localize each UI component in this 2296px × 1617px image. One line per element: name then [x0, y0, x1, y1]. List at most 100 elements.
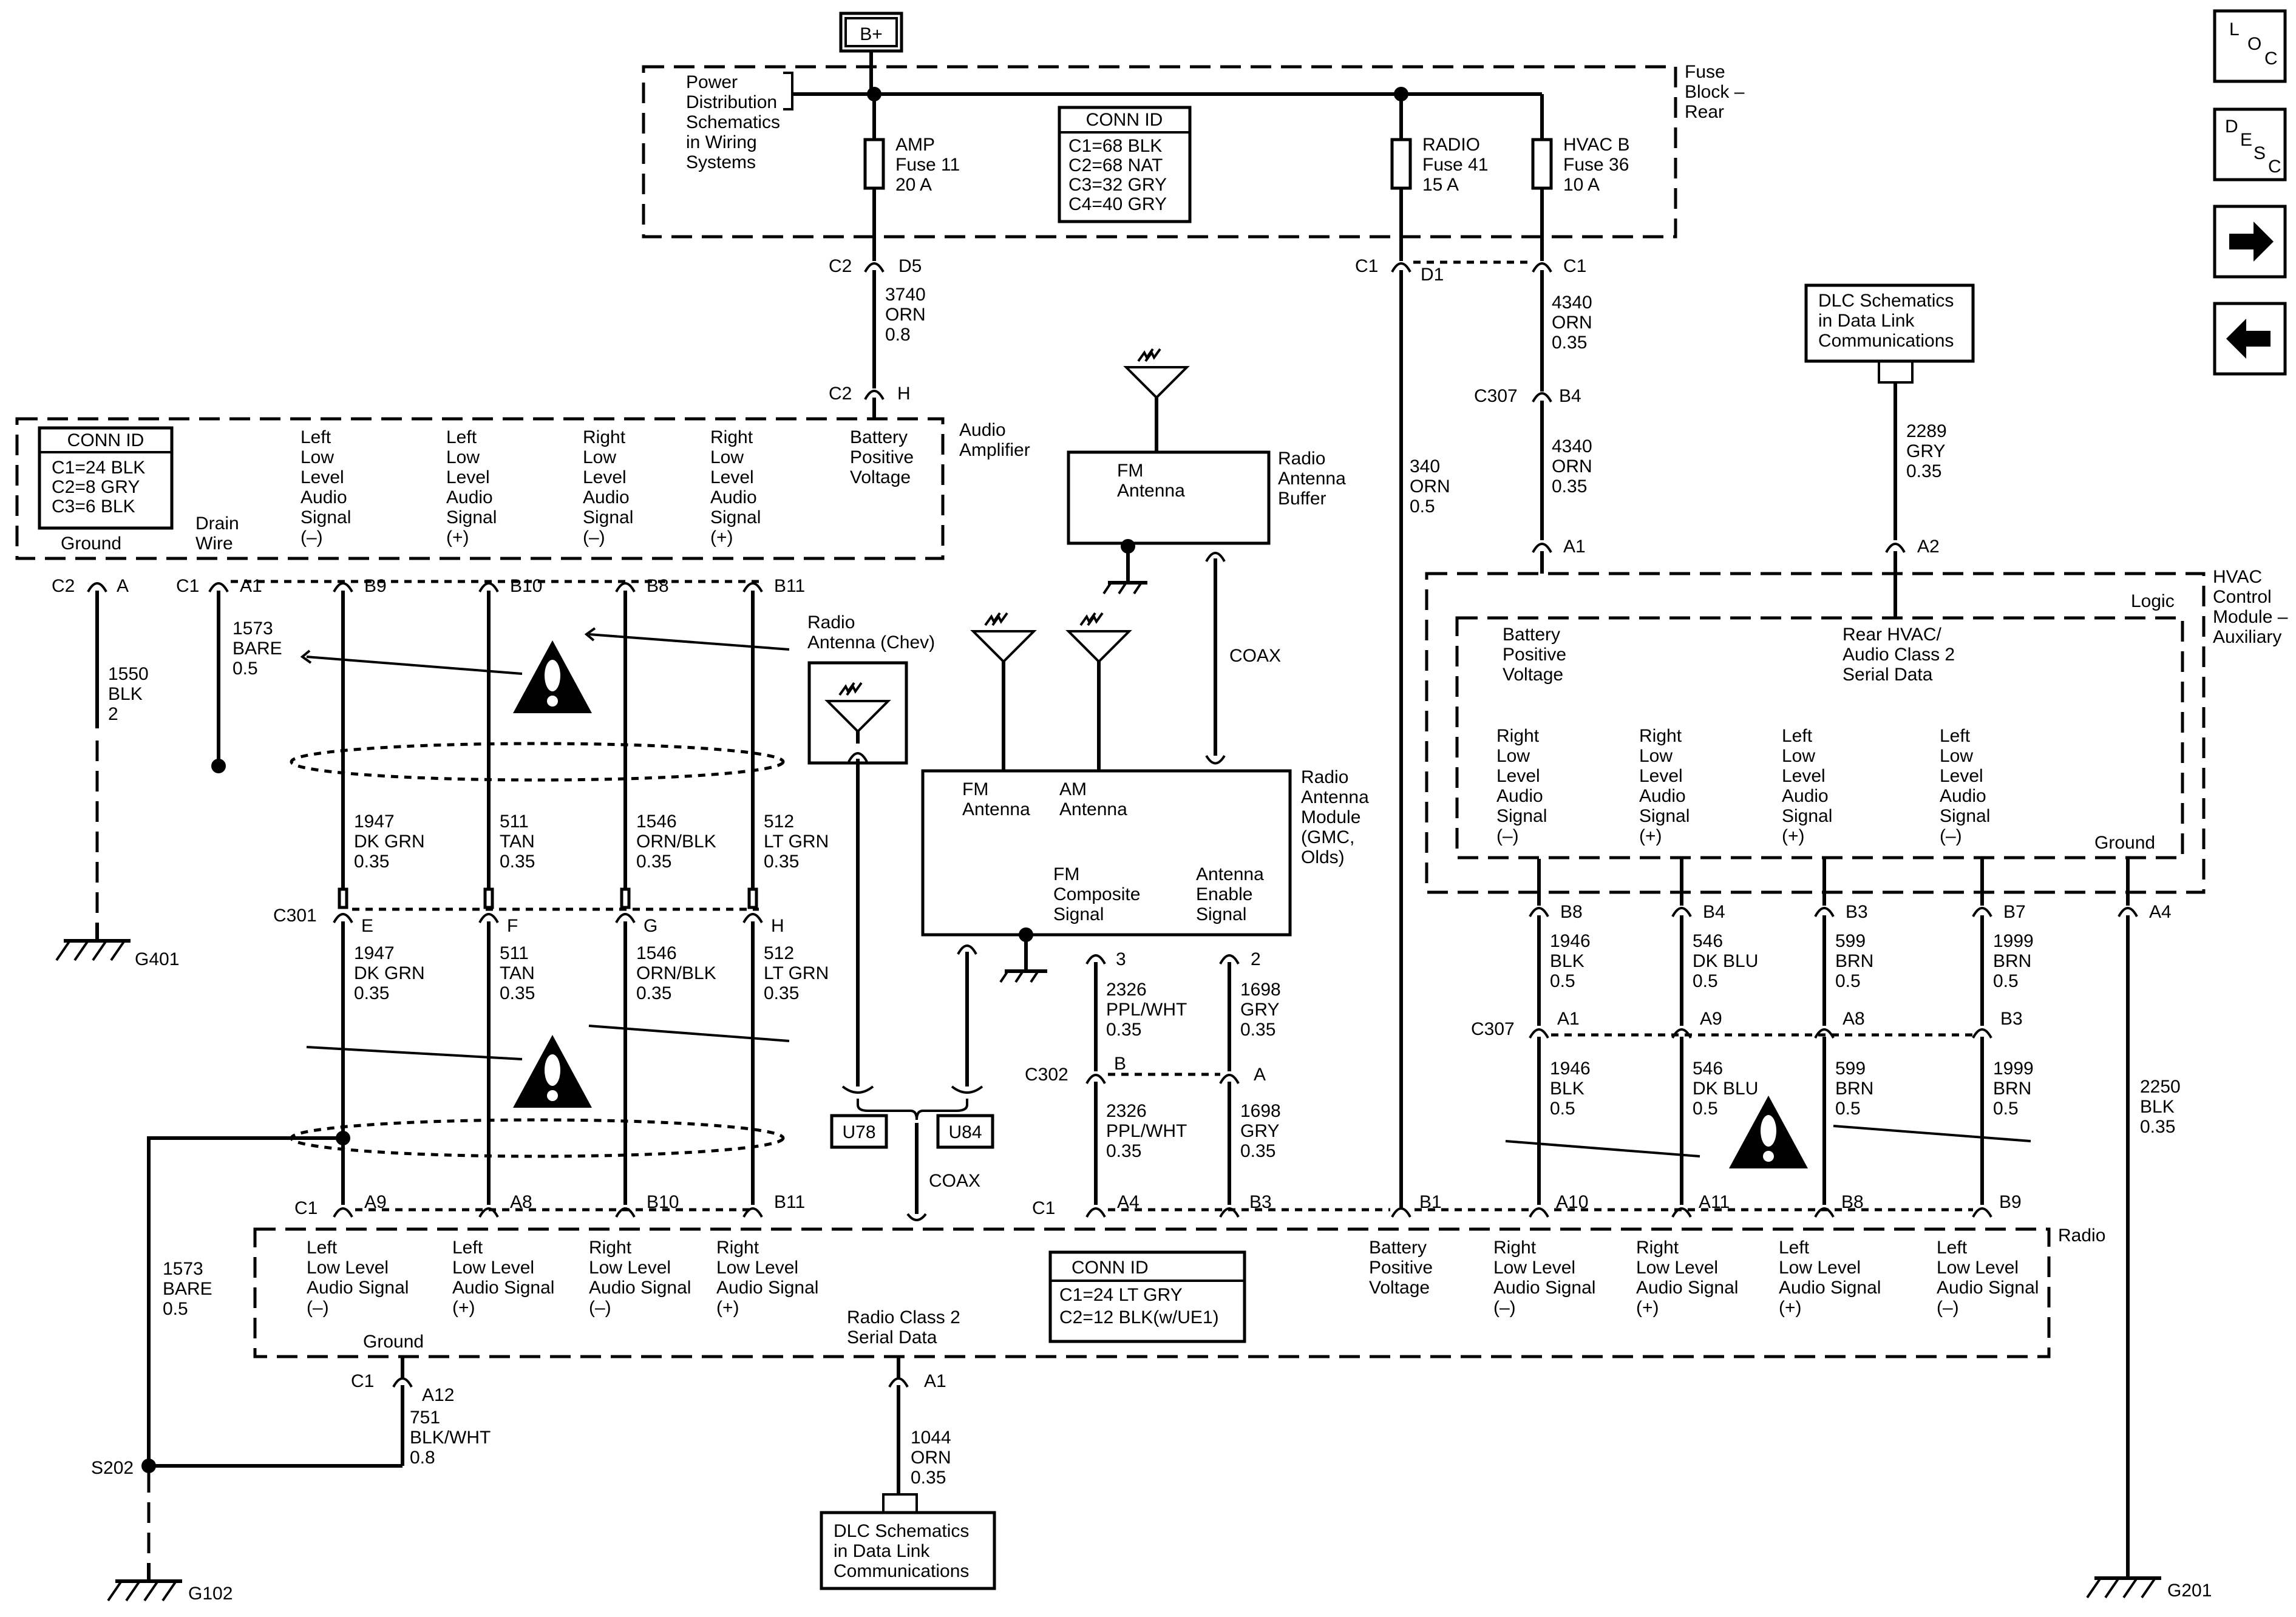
radio-pin-label: A8	[510, 1192, 532, 1212]
radio-right-signal-1: Right	[1636, 1238, 1679, 1258]
wire-751: 0.8	[410, 1448, 435, 1468]
radio-a12: A12	[422, 1385, 454, 1405]
desc-button[interactable]	[2213, 107, 2287, 181]
conn-a: A	[117, 576, 129, 596]
radio-antenna-chev-label: Antenna (Chev)	[807, 632, 935, 653]
radio-serial-label: Radio Class 2	[847, 1307, 960, 1327]
hvac-signal-label-3: Low	[1940, 746, 1973, 766]
c301-tab	[483, 887, 494, 909]
amp-drain-wire-label: Drain	[195, 514, 239, 534]
hvac-signal-label-0: Level	[1496, 766, 1540, 786]
hvac-logic-outline	[1455, 616, 2184, 859]
radio-pin-label: A9	[364, 1192, 387, 1212]
amp-signal-label-0: Level	[301, 467, 344, 487]
radio-outline	[253, 1227, 2051, 1358]
amp-signal-label-1: Level	[446, 467, 490, 487]
hvac-signal-label-0: Signal	[1496, 806, 1547, 826]
wire	[306, 656, 523, 675]
wire-340: ORN	[1410, 476, 1450, 497]
conn-c1: C1	[1563, 256, 1586, 276]
path	[951, 1085, 983, 1094]
coax-bracket	[857, 1099, 968, 1120]
radio-right-signal-2: Low Level	[1779, 1258, 1861, 1278]
wire-1698-a: GRY	[1240, 1000, 1279, 1020]
wire-1698-b: 0.35	[1240, 1141, 1275, 1161]
path	[906, 1213, 927, 1221]
wire-2326-a: 2326	[1106, 980, 1147, 1000]
wire-751: 751	[410, 1408, 440, 1428]
hvac-pin-label: B8	[1560, 902, 1583, 922]
conn-c301: C301	[273, 906, 317, 926]
hvac-signal-label-1: Audio	[1639, 786, 1686, 806]
loc-button[interactable]	[2213, 9, 2287, 83]
radio-antenna-buffer-label: Radio	[1278, 449, 1325, 469]
fuse-label-1: RADIO	[1422, 135, 1480, 155]
hvac-signal-label-2: Low	[1782, 746, 1815, 766]
radio-antenna-module-label: Olds)	[1301, 847, 1345, 867]
hvac-signal-label-3: Level	[1940, 766, 1983, 786]
hvac-signal-label-3: (–)	[1940, 826, 1962, 846]
hvac-signal-label-0: Audio	[1496, 786, 1543, 806]
wire	[1505, 1140, 1700, 1158]
wire-2326-b: 0.35	[1106, 1141, 1141, 1161]
wire	[588, 1025, 790, 1042]
c301-tab	[747, 887, 758, 909]
hvac-wire-upper-0: 1946	[1550, 931, 1591, 951]
wire-340: 340	[1410, 456, 1440, 476]
pin-3-label: 3	[1116, 949, 1126, 969]
path	[841, 1085, 874, 1094]
radio-pin-label: A10	[1556, 1192, 1588, 1212]
module-antenna-enable-label: Antenna	[1196, 864, 1264, 884]
fuse-conn-id-lines: C4=40 GRY	[1068, 194, 1167, 214]
radio-right-signal-3: Audio Signal	[1937, 1278, 2039, 1298]
c302-pin-b	[1085, 1074, 1106, 1084]
arrow-right-icon	[2229, 222, 2274, 262]
conn-b4: B4	[1559, 386, 1581, 406]
module-am-label: Antenna	[1059, 799, 1127, 819]
warning-icon-lower	[513, 1035, 592, 1108]
buffer-fm-antenna-label: FM	[1117, 461, 1143, 481]
wire-upper-3: 0.35	[764, 852, 799, 872]
c301-tab	[620, 887, 631, 909]
fuse-block-label: Rear	[1685, 102, 1724, 122]
wire-751: BLK/WHT	[410, 1428, 491, 1448]
hvac-wire-lower-2: BRN	[1835, 1079, 1873, 1099]
hvac-module-label: Module –	[2213, 607, 2288, 627]
radio-pin-label: B10	[647, 1192, 679, 1212]
hvac-wire-upper-0: BLK	[1550, 951, 1584, 971]
hvac-wire-lower-1: 546	[1693, 1059, 1723, 1079]
radio-signal-label-2: Low Level	[589, 1258, 671, 1278]
wire-1698-b: 1698	[1240, 1101, 1281, 1121]
radio-pin-label: B11	[774, 1192, 805, 1212]
fuse-symbol	[1390, 138, 1412, 190]
conn-c307: C307	[1474, 386, 1518, 406]
hvac-wire-lower-0: 0.5	[1550, 1099, 1575, 1119]
wire-2250: 0.35	[2140, 1117, 2175, 1137]
hvac-signal-label-2: Signal	[1782, 806, 1832, 826]
radio-right-signal-0: Audio Signal	[1493, 1278, 1595, 1298]
module-pin-2	[1219, 954, 1240, 964]
radio-pin	[1529, 1207, 1549, 1218]
wire-1573-b: BARE	[163, 1279, 212, 1299]
conn-c2: C2	[829, 256, 852, 276]
shield-ellipse	[290, 742, 785, 782]
conn-c2: C2	[52, 576, 75, 596]
amp-conn-id-lines: C1=24 BLK	[52, 458, 145, 478]
fuse-block-rear-outline	[642, 65, 1677, 239]
fuse-conn-id-lines: C3=32 GRY	[1068, 175, 1167, 195]
wire-lower-3: LT GRN	[764, 963, 829, 983]
pin-c2-h	[864, 390, 885, 400]
radio-antenna-module-label: Module	[1301, 807, 1360, 827]
radio-signal-label-1: Left	[452, 1238, 483, 1258]
wire-upper-0: 1947	[354, 812, 395, 832]
radio-pin	[615, 1207, 636, 1218]
loc-letter-o: O	[2247, 34, 2261, 54]
c301-pin	[478, 913, 499, 923]
radio-pin	[333, 1207, 353, 1218]
radio-a1: A1	[924, 1371, 946, 1391]
radio-b1: B1	[1419, 1192, 1442, 1212]
radio-pin-b3	[1219, 1207, 1240, 1218]
wire	[1833, 1125, 2031, 1142]
wire-1698-b: GRY	[1240, 1121, 1279, 1141]
